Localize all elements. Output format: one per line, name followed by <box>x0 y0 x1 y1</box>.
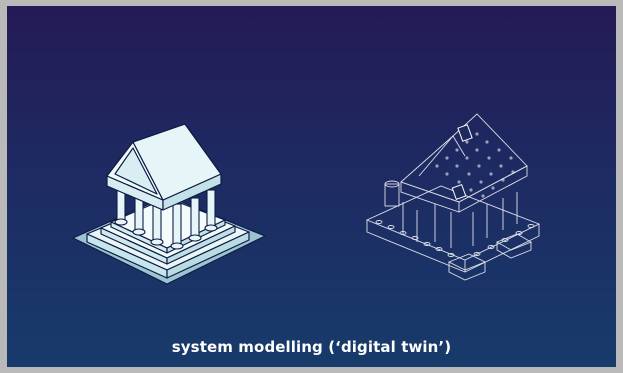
slide-panel: system modelling (‘digital twin’) <box>7 6 616 367</box>
slide-caption: system modelling (‘digital twin’) <box>171 338 452 356</box>
classical-building-icon <box>72 123 266 285</box>
lego-wireframe-building-icon <box>365 113 541 281</box>
